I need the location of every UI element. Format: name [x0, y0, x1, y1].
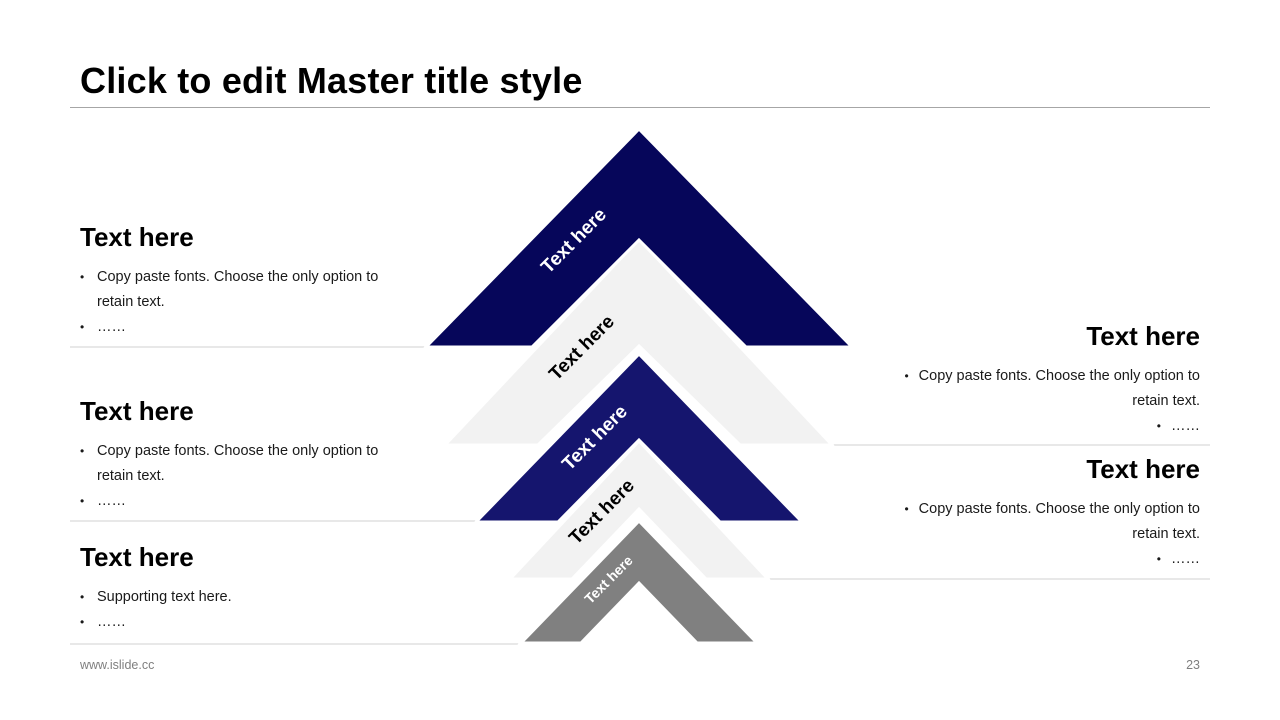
right-block-2-bullets: Copy paste fonts. Choose the only option…	[870, 497, 1200, 572]
right-block-1-heading: Text here	[1086, 321, 1200, 351]
bullet-item: ……	[80, 315, 400, 340]
title-divider	[70, 107, 1210, 108]
left-block-1-bullets: Copy paste fonts. Choose the only option…	[80, 265, 400, 340]
left-block-2-bullets: Copy paste fonts. Choose the only option…	[80, 439, 400, 514]
bullet-item: Copy paste fonts. Choose the only option…	[870, 497, 1200, 522]
bullet-item: ……	[870, 414, 1200, 439]
right-block-2-heading: Text here	[1086, 454, 1200, 484]
bullet-item: ……	[80, 610, 400, 635]
bullet-item: Supporting text here.	[80, 585, 400, 610]
page-number: 23	[1186, 658, 1200, 672]
left-block-3: Text here Supporting text here. ……	[80, 542, 400, 635]
right-block-1: Text here Copy paste fonts. Choose the o…	[870, 321, 1200, 439]
left-block-2-heading: Text here	[80, 396, 194, 426]
right-block-1-bullets: Copy paste fonts. Choose the only option…	[870, 364, 1200, 439]
left-block-1-heading: Text here	[80, 222, 194, 252]
bullet-item: ……	[870, 547, 1200, 572]
footer-website[interactable]: www.islide.cc	[80, 658, 155, 672]
left-block-3-heading: Text here	[80, 542, 194, 572]
bullet-item: Copy paste fonts. Choose the only option…	[80, 439, 400, 464]
bullet-item: retain text.	[1132, 526, 1200, 542]
left-block-1: Text here Copy paste fonts. Choose the o…	[80, 222, 400, 340]
bullet-item: Copy paste fonts. Choose the only option…	[80, 265, 400, 290]
left-block-2: Text here Copy paste fonts. Choose the o…	[80, 396, 400, 514]
chevron-4: Text here	[506, 438, 772, 581]
right-block-2: Text here Copy paste fonts. Choose the o…	[870, 454, 1200, 572]
bullet-item: retain text.	[97, 294, 165, 310]
bullet-item: retain text.	[1132, 393, 1200, 409]
bullet-item: Copy paste fonts. Choose the only option…	[870, 364, 1200, 389]
bullet-item: ……	[80, 489, 400, 514]
bullet-item: retain text.	[97, 468, 165, 484]
chevron-5: Text here	[517, 518, 761, 645]
left-block-3-bullets: Supporting text here. ……	[80, 585, 400, 635]
page-title: Click to edit Master title style	[80, 60, 583, 101]
chevron-2: Text here	[441, 236, 836, 447]
